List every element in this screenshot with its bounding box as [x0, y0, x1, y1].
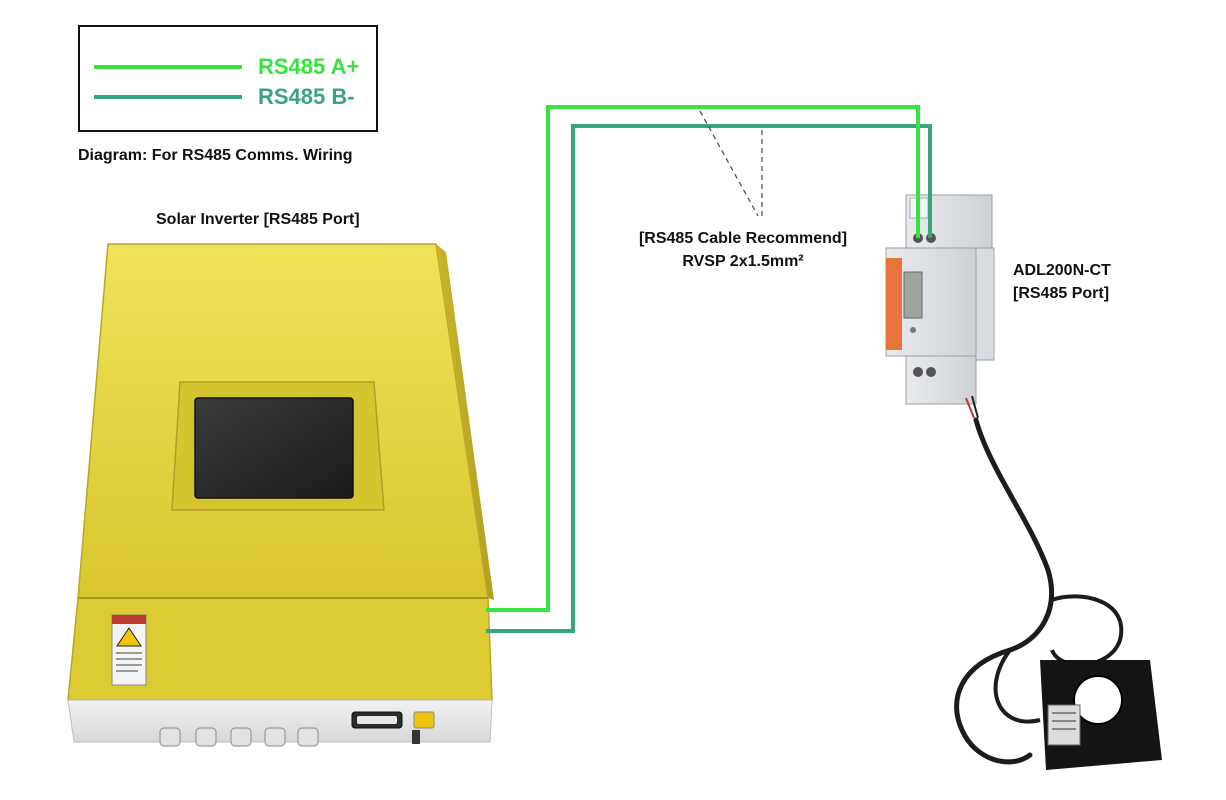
meter-lcd-display [903, 271, 923, 319]
ct-cable [954, 417, 1055, 765]
inverter-label: Solar Inverter [RS485 Port] [156, 211, 360, 228]
inverter-right-bevel [436, 244, 494, 600]
meter-label-model: ADL200N-CT [1013, 262, 1111, 279]
adl200n-ct-meter [885, 194, 995, 419]
legend-a-label: RS485 A+ [258, 54, 360, 79]
meter-orange-strip [886, 258, 902, 350]
inverter-switch [413, 711, 435, 729]
cable-label-spec: RVSP 2x1.5mm² [682, 253, 804, 270]
legend: RS485 A+ RS485 B- [78, 25, 378, 132]
meter-bottom-terminals [905, 355, 977, 405]
cable-glands [159, 727, 319, 747]
ct-sensor [954, 417, 1162, 770]
rs485-a-wire [486, 105, 920, 612]
cable-label-recommend: [RS485 Cable Recommend] [638, 230, 848, 247]
meter-label-port: [RS485 Port] [1013, 285, 1110, 302]
inverter-display-screen [194, 397, 354, 499]
solar-inverter [67, 243, 494, 747]
warning-label [111, 614, 147, 686]
rs485-b-wire [486, 124, 932, 633]
cable-label-leaders [699, 110, 763, 217]
legend-b-swatch [94, 95, 242, 99]
diagram-caption: Diagram: For RS485 Comms. Wiring [78, 147, 353, 164]
rs485-wires [486, 105, 932, 633]
legend-a-swatch [94, 65, 242, 69]
legend-b-label: RS485 B- [258, 84, 355, 109]
